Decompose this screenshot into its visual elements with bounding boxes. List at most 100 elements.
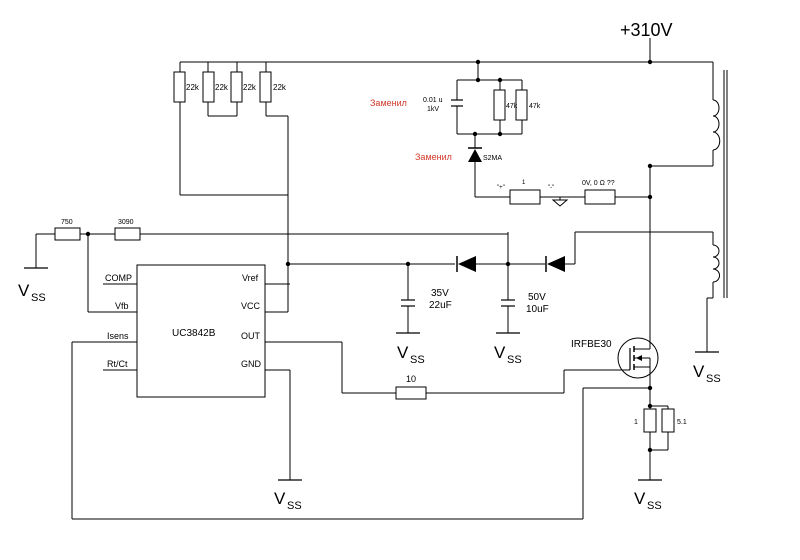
resistor-47k-b-label: 47k [529,103,541,110]
resistor-sense-5-1-label: 5.1 [677,419,687,426]
sense-resistors: 1 5.1 [634,408,687,433]
mosfet-label: IRFBE30 [571,339,612,350]
ground-label-sub: SS [410,354,425,366]
primary-winding [712,99,721,151]
ic-pin-gnd: GND [241,359,262,369]
snubber-cap-voltage: 1kV [427,106,439,113]
mosfet-irfbe30: IRFBE30 [571,337,659,379]
cap-35v-value: 22uF [429,300,452,311]
ground-label-sub: SS [31,292,46,304]
transformer [712,70,728,298]
ground-label-main: V [693,362,705,381]
ic-uc3842b: UC3842B COMP Vfb Isens Rt/Ct Vref VCC OU… [105,264,266,398]
resistor-47k-a-label: 47k [506,103,518,110]
ic-body [136,264,266,398]
mosfet-body [617,337,659,379]
ground-label-main: V [397,343,409,362]
junction [647,385,653,391]
tvs-diode-label: S2MA [483,155,502,162]
resistor-750 [54,227,81,241]
r22k-group: 22k 22k 22k 22k [173,71,287,103]
replaced-note-diode: Заменил [415,152,452,162]
resistor-3090-label: 3090 [118,219,134,226]
junction [285,261,291,267]
ground-label-main: V [494,343,506,362]
probe-minus-label: "-" [548,185,554,191]
ground-ic: V SS [274,479,302,512]
resistor-47k-a [493,89,506,121]
feedback-divider: 750 3090 [54,219,141,241]
resistor-22k-2-label: 22k [215,83,229,92]
junction [497,77,503,83]
snubber-network: 0.01 u 1kV 47k 47k S2MA Заменил Заменил … [370,89,616,207]
tvs-diode-symbol [468,149,482,162]
ground-aux-winding: V SS [693,351,721,385]
ic-pin-vfb: Vfb [115,301,129,311]
resistor-750-label: 750 [61,219,73,226]
junction [647,194,653,200]
resistor-22k-2 [202,71,215,103]
resistor-22k-1 [173,71,186,103]
ic-pin-isens: Isens [107,331,129,341]
resistor-unknown-label: 0V, 0 Ω ?? [582,180,615,187]
junction-dots [85,59,653,453]
ground-label-sub: SS [287,500,302,512]
junction [647,447,653,453]
junction [475,77,481,83]
junction [647,163,653,169]
resistor-sense-1-label: 1 [634,419,638,426]
junction [497,131,503,137]
cap-50v-voltage: 50V [528,292,546,303]
ground-label-sub: SS [647,500,662,512]
resistor-series-label: 1 [522,180,526,186]
ground-label-main: V [634,489,646,508]
junction [405,261,411,267]
ic-pin-comp: COMP [105,273,132,283]
resistor-22k-3 [230,71,243,103]
supply-rail-label: +310V [620,20,673,40]
ground-vfb: V SS [18,267,48,304]
vcc-capacitors: 35V 22uF 50V 10uF [401,288,549,315]
resistor-3090 [114,227,141,241]
mosfet-arrow-icon [636,355,642,361]
ground-label-sub: SS [706,373,721,385]
resistor-series-1 [509,189,541,205]
ground-symbols: V SS V SS V SS V SS V SS V SS [18,267,721,512]
cap-50v-value: 10uF [526,304,549,315]
resistor-gate [395,386,427,400]
resistor-22k-4-label: 22k [273,83,287,92]
junction [647,59,653,65]
ic-pin-vref: Vref [242,273,259,283]
replaced-note-cap: Заменил [370,98,407,108]
aux-winding [712,244,720,283]
ic-pin-vcc: VCC [241,301,261,311]
snubber-cap-value: 0.01 u [423,97,443,104]
resistor-unknown [584,189,616,205]
resistor-sense-1 [643,408,657,433]
cap-35v-voltage: 35V [431,288,449,299]
ground-sense: V SS [634,479,662,512]
ic-pin-rtct: Rt/Ct [107,359,128,369]
resistor-47k-b [515,89,528,121]
resistor-sense-5-1 [661,408,675,433]
diode-vcc-1 [458,256,476,272]
chassis-ground-icon [551,199,569,207]
probe-plus-label: "+" [497,185,505,191]
resistor-22k-4 [259,71,272,103]
junction [475,59,481,65]
ground-50v: V SS [494,332,522,366]
junction [647,403,653,409]
ground-label-main: V [18,281,30,300]
junction [85,231,91,237]
resistor-gate-label: 10 [406,374,416,384]
ground-label-main: V [274,489,286,508]
resistor-22k-3-label: 22k [243,83,257,92]
ic-pin-out: OUT [241,331,261,341]
ground-label-sub: SS [507,354,522,366]
ground-35v: V SS [396,332,425,366]
junction [505,261,511,267]
wires [35,38,714,520]
diode-vcc-2 [547,256,565,272]
vcc-diodes [456,256,565,272]
